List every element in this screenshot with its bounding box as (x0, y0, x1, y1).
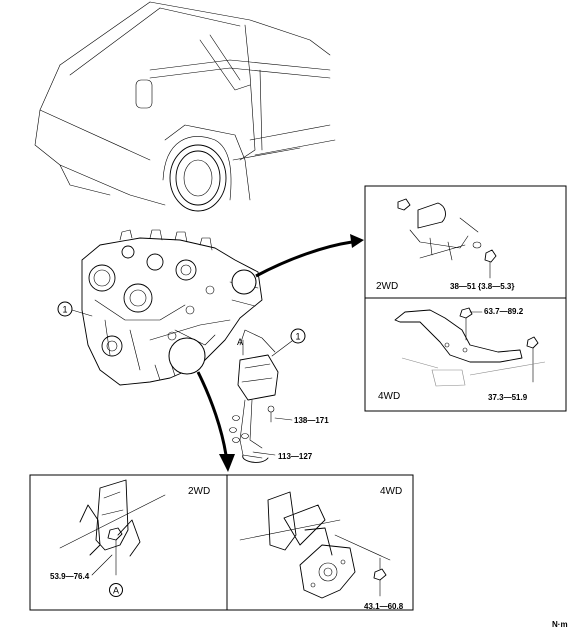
svg-text:2WD: 2WD (188, 486, 210, 497)
svg-text:37.3—51.9: 37.3—51.9 (488, 393, 528, 402)
transmission-assembly (81, 229, 263, 386)
svg-text:1: 1 (62, 305, 67, 315)
reference-mark-a-panel: A (113, 586, 119, 596)
panel-bottom-left: A 53.9—76.4 2WD (29, 474, 228, 611)
torque-label-nut: 113—127 (278, 452, 313, 461)
part-callout-left: 1 (57, 301, 93, 317)
svg-text:43.1—60.8: 43.1—60.8 (364, 602, 404, 611)
svg-text:63.7—89.2: 63.7—89.2 (484, 307, 524, 316)
svg-text:4WD: 4WD (378, 391, 400, 402)
part-callout-right: 1 (271, 328, 306, 357)
unit-label: N·m (552, 620, 568, 629)
torque-label-bolt: 138—171 (294, 416, 329, 425)
svg-text:53.9—76.4: 53.9—76.4 (50, 572, 90, 581)
panel-top-right: 38—51 {3.8—5.3} 2WD (364, 185, 567, 299)
reference-mark-a-main: A (237, 337, 243, 347)
panel-mid-right: 63.7—89.2 37.3—51.9 4WD (364, 297, 567, 412)
svg-text:4WD: 4WD (380, 486, 402, 497)
panel-bottom-right: 43.1—60.8 4WD (226, 474, 414, 611)
arrow-to-bottom-panels (196, 371, 235, 472)
svg-text:38—51 {3.8—5.3}: 38—51 {3.8—5.3} (450, 282, 515, 291)
arrow-to-top-right-panel (255, 234, 364, 278)
mount-bracket-assembly (229, 329, 293, 463)
svg-text:A: A (237, 337, 243, 347)
vehicle-body-illustration (34, 1, 336, 212)
svg-text:2WD: 2WD (376, 281, 398, 292)
svg-text:1: 1 (295, 332, 300, 342)
